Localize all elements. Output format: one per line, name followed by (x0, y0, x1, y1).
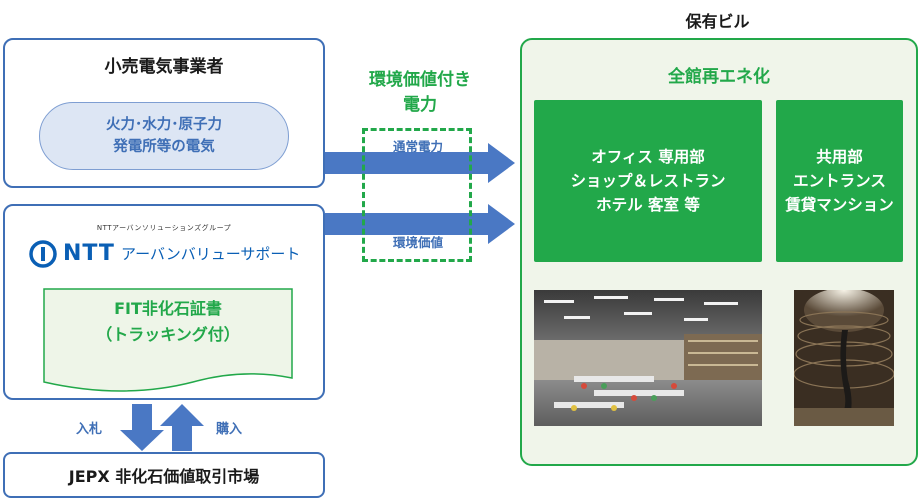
retailer-title: 小売電気事業者 (104, 57, 224, 77)
retailer-box: 小売電気事業者 火力･水力･原子力 発電所等の電気 (3, 38, 325, 188)
jepx-label: JEPX 非化石価値取引市場 (68, 467, 260, 486)
common-line-3: 賃貸マンション (785, 196, 894, 214)
env-value-label: 環境価値 (392, 235, 443, 250)
fit-certificate-label: FIT非化石証書 （トラッキング付） (43, 296, 293, 348)
normal-power-label: 通常電力 (392, 139, 443, 154)
ntt-box: NTTアーバンソリューションズグループ NTT アーバンバリューサポート FIT… (3, 204, 325, 400)
fit-line-2: （トラッキング付） (96, 325, 240, 344)
buy-arrow (160, 404, 204, 451)
jepx-box: JEPX 非化石価値取引市場 (3, 452, 325, 498)
ntt-logo-text: NTT (63, 241, 115, 266)
fit-line-1: FIT非化石証書 (114, 299, 222, 318)
bid-label: 入札 (76, 422, 103, 437)
common-area-block: 共用部 エントランス 賃貸マンション (776, 100, 903, 262)
exclusive-line-3: ホテル 客室 等 (596, 196, 700, 214)
office-interior-photo (534, 290, 762, 426)
bid-arrow (120, 404, 164, 451)
exclusive-area-block: オフィス 専用部 ショップ＆レストラン ホテル 客室 等 (534, 100, 762, 262)
exclusive-line-2: ショップ＆レストラン (570, 172, 726, 190)
owned-building-title: 保有ビル (685, 12, 750, 31)
common-line-2: エントランス (793, 172, 886, 190)
env-title-line-2: 電力 (403, 95, 437, 115)
ntt-logo-kana: アーバンバリューサポート (121, 245, 301, 263)
env-value-arrow (325, 204, 515, 244)
ntt-logo-icon (29, 240, 57, 268)
env-power-title: 環境価値付き 電力 (345, 68, 495, 118)
exclusive-line-1: オフィス 専用部 (591, 148, 705, 166)
ntt-group-label: NTTアーバンソリューションズグループ (96, 224, 232, 232)
source-line-1: 火力･水力･原子力 (106, 117, 222, 133)
conventional-source-pill: 火力･水力･原子力 発電所等の電気 (39, 102, 289, 170)
env-title-line-1: 環境価値付き (369, 70, 471, 90)
atrium-photo (794, 290, 894, 426)
common-line-1: 共用部 (816, 148, 863, 166)
normal-power-arrow (325, 143, 515, 183)
source-line-2: 発電所等の電気 (113, 139, 215, 155)
building-subtitle: 全館再エネ化 (668, 67, 770, 87)
buy-label: 購入 (216, 422, 243, 437)
document-shape-icon (43, 288, 293, 392)
env-power-dashed-frame (362, 128, 472, 262)
